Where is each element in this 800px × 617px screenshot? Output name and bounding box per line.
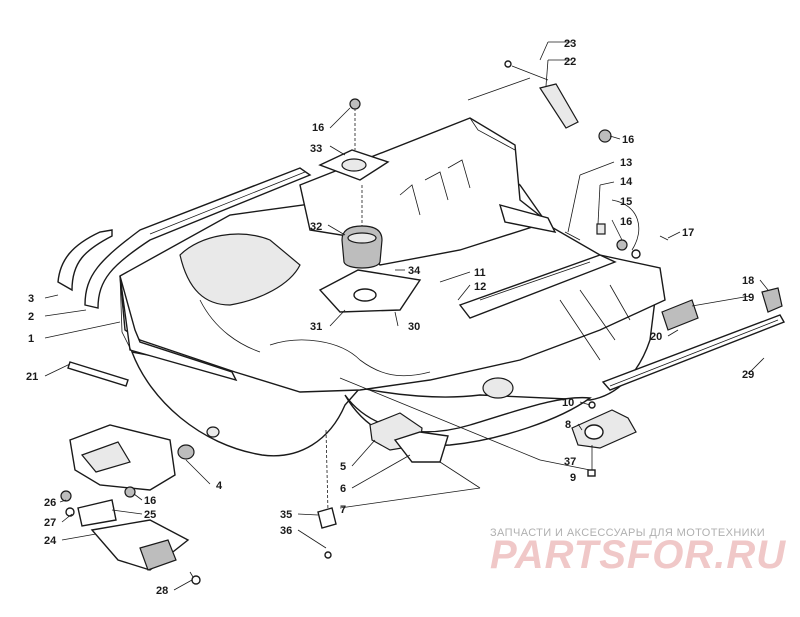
callout-16: 16 [144, 495, 156, 507]
callout-5: 5 [340, 461, 346, 473]
callout-20: 20 [650, 331, 662, 343]
callout-19: 19 [742, 292, 754, 304]
callout-31: 31 [310, 321, 322, 333]
bracket-12 [458, 254, 617, 319]
bumper-strips [57, 167, 312, 309]
callout-25: 25 [144, 509, 156, 521]
watermark-logo: PARTSFOR.RU [490, 533, 786, 577]
upper-right-fasteners [504, 60, 612, 143]
callout-23: 23 [564, 38, 576, 50]
bumper-3 [57, 229, 113, 292]
callout-22: 22 [564, 56, 576, 68]
callout-16: 16 [620, 216, 632, 228]
callout-26: 26 [44, 497, 56, 509]
callout-32: 32 [310, 221, 322, 233]
callout-10: 10 [562, 397, 574, 409]
callout-28: 28 [156, 585, 168, 597]
rod-21 [67, 361, 129, 387]
callout-37: 37 [564, 456, 576, 468]
center-right-hardware [564, 223, 669, 259]
callout-27: 27 [44, 517, 56, 529]
side-trim-parts [458, 254, 786, 449]
callout-21: 21 [26, 371, 38, 383]
callout-6: 6 [340, 483, 346, 495]
callout-labels: 23 22 16 33 16 13 14 15 16 17 32 34 11 1… [26, 38, 754, 597]
callout-4: 4 [216, 480, 223, 492]
callout-35: 35 [280, 509, 292, 521]
part-6 [393, 431, 449, 463]
callout-12: 12 [474, 281, 486, 293]
steering-post-assembly [318, 98, 422, 313]
callout-2: 2 [28, 311, 34, 323]
callout-7: 7 [340, 504, 346, 516]
callout-18: 18 [742, 275, 754, 287]
callout-24: 24 [44, 535, 57, 547]
callout-17: 17 [682, 227, 694, 239]
callout-29: 29 [742, 369, 754, 381]
callout-8: 8 [565, 419, 571, 431]
bumper-2 [84, 167, 312, 309]
watermark: ЗАПЧАСТИ И АКСЕССУАРЫ ДЛЯ МОТОТЕХНИКИ PA… [490, 527, 786, 577]
callout-16: 16 [622, 134, 634, 146]
boot-32 [341, 225, 383, 269]
callout-3: 3 [28, 293, 34, 305]
watermark-tagline: ЗАПЧАСТИ И АКСЕССУАРЫ ДЛЯ МОТОТЕХНИКИ [490, 527, 765, 539]
callout-33: 33 [310, 143, 322, 155]
leader-lines [44, 41, 769, 591]
callout-11: 11 [474, 267, 486, 279]
callout-36: 36 [280, 525, 292, 537]
callout-15: 15 [620, 196, 632, 208]
callout-16: 16 [312, 122, 324, 134]
callout-30: 30 [408, 321, 420, 333]
callout-13: 13 [620, 157, 632, 169]
callout-34: 34 [408, 265, 421, 277]
callout-1: 1 [28, 333, 34, 345]
callout-14: 14 [620, 176, 633, 188]
bottom-parts [317, 377, 596, 559]
callout-9: 9 [570, 472, 576, 484]
